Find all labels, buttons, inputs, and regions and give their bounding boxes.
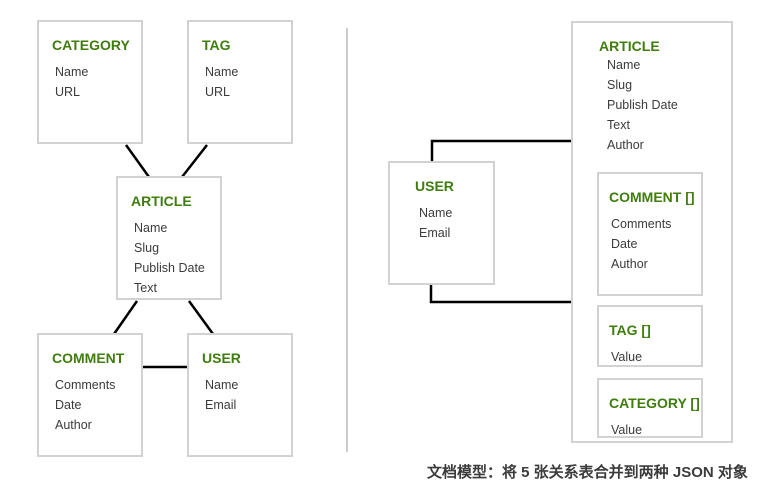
field-item: Author xyxy=(611,257,648,271)
table-title: TAG xyxy=(202,37,231,53)
field-item: Slug xyxy=(607,78,633,92)
field-item: Name xyxy=(55,65,89,79)
field-item: URL xyxy=(205,85,231,99)
field-item: Comments xyxy=(55,378,116,392)
embedded-title: COMMENT [] xyxy=(609,189,695,205)
field-item: Date xyxy=(611,237,638,251)
panel-divider xyxy=(346,28,348,452)
field-item: Value xyxy=(611,350,643,364)
connector-tag-article xyxy=(181,144,208,178)
connector-article-user xyxy=(187,300,215,335)
field-item: Publish Date xyxy=(607,98,678,112)
embedded-document-tag: TAG [] Value xyxy=(597,305,703,367)
field-item: Author xyxy=(607,138,644,152)
field-item: Author xyxy=(55,418,92,432)
field-item: Comments xyxy=(611,217,672,231)
embedded-title: CATEGORY [] xyxy=(609,395,700,411)
table-title: CATEGORY xyxy=(52,37,130,53)
field-item: Date xyxy=(55,398,82,412)
connector-article-comment xyxy=(112,300,139,335)
field-list: Value xyxy=(599,347,701,367)
table-title: COMMENT xyxy=(52,350,125,366)
field-item: Name xyxy=(205,378,239,392)
connector-category-article xyxy=(124,144,151,178)
connector-userdoc-article-bottom xyxy=(429,284,571,304)
table-title: ARTICLE xyxy=(131,193,192,209)
field-item: Name xyxy=(607,58,641,72)
document-title: USER xyxy=(415,178,454,194)
caption: 文档模型：将 5 张关系表合并到两种 JSON 对象 xyxy=(427,464,748,481)
field-item: Slug xyxy=(134,241,160,255)
field-item: Publish Date xyxy=(134,261,205,275)
document-title: ARTICLE xyxy=(599,38,660,54)
field-item: Text xyxy=(134,281,157,295)
field-item: Value xyxy=(611,423,643,437)
field-item: Email xyxy=(205,398,237,412)
table-title: USER xyxy=(202,350,241,366)
field-item: Text xyxy=(607,118,630,132)
embedded-title: TAG [] xyxy=(609,322,651,338)
embedded-document-category: CATEGORY [] Value xyxy=(597,378,703,438)
field-item: Email xyxy=(419,226,451,240)
field-list: Value xyxy=(599,420,701,440)
field-item: URL xyxy=(55,85,81,99)
connector-userdoc-article-top xyxy=(430,139,571,162)
field-item: Name xyxy=(134,221,168,235)
field-item: Name xyxy=(419,206,453,220)
field-item: Name xyxy=(205,65,239,79)
